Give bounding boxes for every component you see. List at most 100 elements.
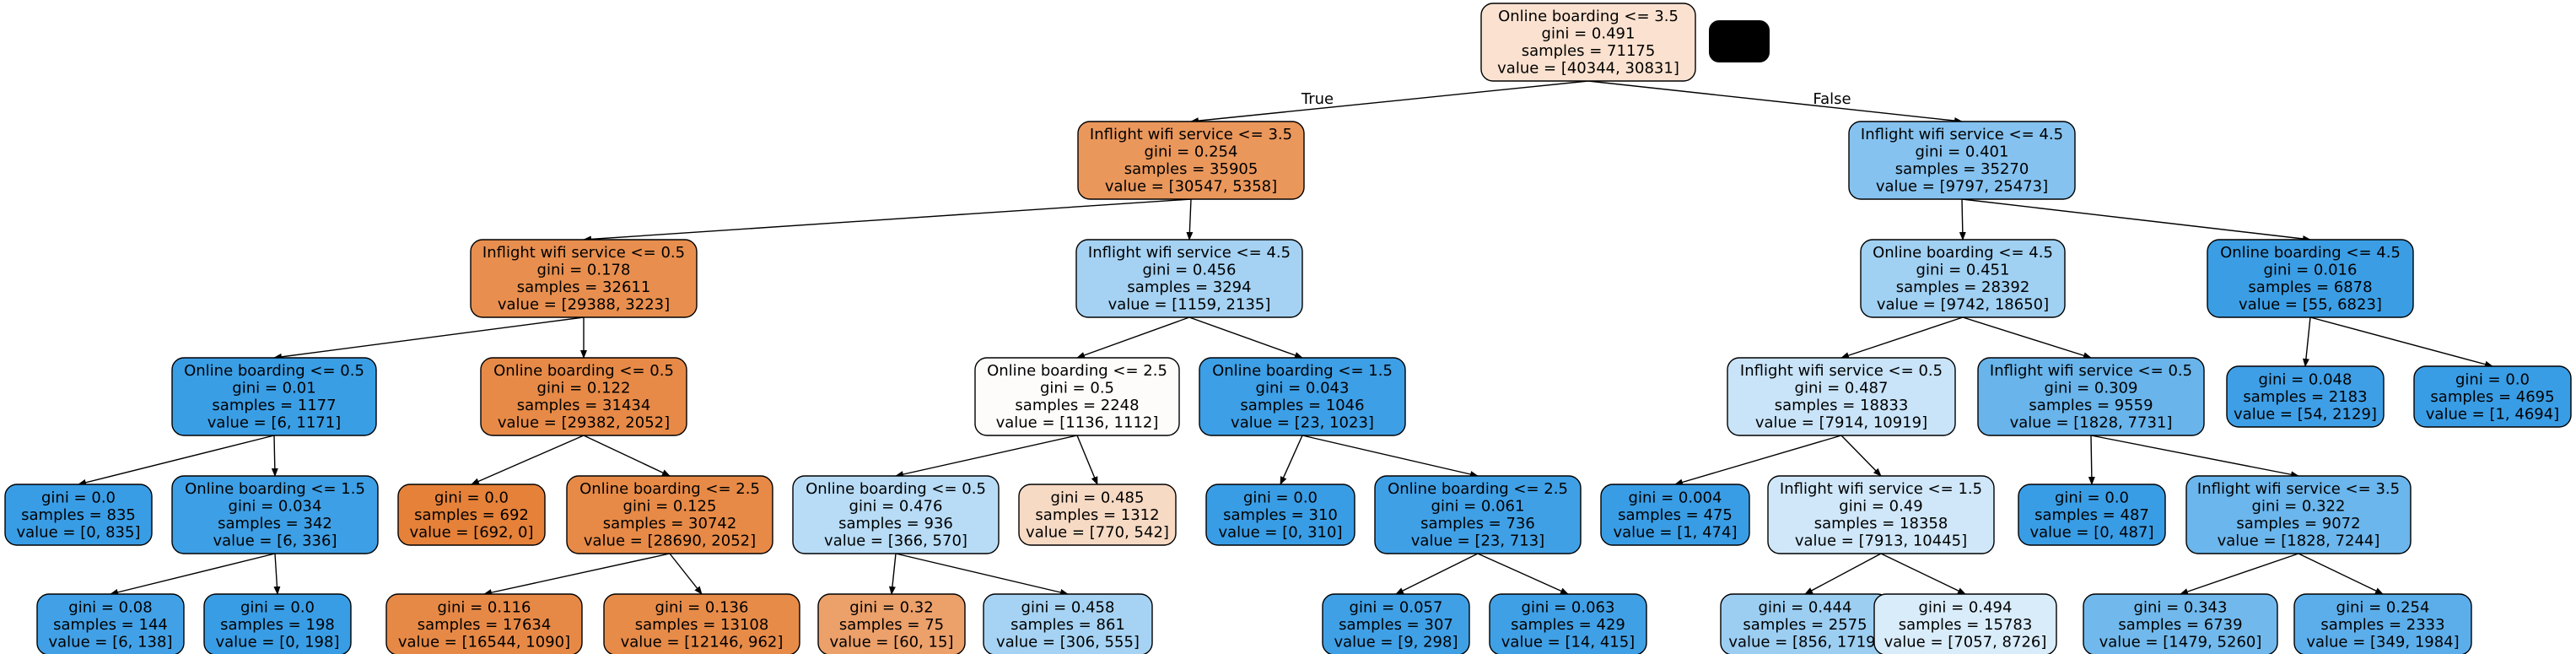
tree-node-line: value = [29388, 3223] (498, 296, 670, 314)
edge-26-38 (2298, 553, 2384, 595)
tree-node-line: samples = 487 (2034, 506, 2149, 524)
tree-node-box (1374, 475, 1582, 554)
tree-node-line: Online boarding <= 1.5 (185, 480, 365, 498)
edge-8-17 (471, 435, 585, 485)
edge-1-4 (1186, 198, 1194, 241)
tree-node-line: gini = 0.5 (1040, 380, 1114, 397)
tree-node-box (1322, 593, 1470, 654)
tree-node-box (1077, 121, 1305, 200)
tree-node-line: samples = 31434 (517, 397, 651, 414)
tree-node-line: value = [16544, 1090] (398, 633, 570, 651)
tree-node-line: value = [1828, 7244] (2218, 532, 2380, 550)
tree-node-line: samples = 28392 (1896, 278, 2030, 296)
tree-node-box (36, 593, 185, 654)
tree-node-box (1075, 239, 1303, 318)
tree-node-line: value = [23, 713] (1411, 532, 1544, 550)
edge-4-9 (1076, 316, 1190, 359)
tree-node-line: Online boarding <= 4.5 (2220, 244, 2401, 262)
tree-node-box (397, 484, 546, 546)
tree-node-line: samples = 936 (838, 515, 953, 532)
edge-3-7 (273, 316, 585, 360)
tree-node-line: gini = 0.32 (849, 598, 933, 616)
tree-node-line: gini = 0.0 (1243, 489, 1318, 506)
edge-16-28 (273, 553, 281, 595)
tree-node-line: gini = 0.061 (1431, 498, 1525, 516)
tree-node-line: gini = 0.458 (1021, 598, 1115, 616)
tree-node-line: samples = 71175 (1522, 42, 1656, 60)
tree-node-line: samples = 144 (53, 616, 168, 634)
tree-node-box (480, 357, 687, 436)
tree-node-line: Inflight wifi service <= 0.5 (1990, 362, 2192, 380)
tree-node-box (1873, 593, 2057, 654)
tree-node-line: gini = 0.309 (2045, 380, 2138, 397)
tree-node-line: value = [770, 542] (1026, 523, 1169, 541)
tree-node-line: value = [349, 1984] (2306, 633, 2459, 651)
tree-node-line: value = [7914, 10919] (1755, 414, 1927, 432)
tree-node-line: value = [0, 198] (216, 633, 340, 651)
tree-node-line: gini = 0.254 (2336, 598, 2430, 616)
tree-node-line: Online boarding <= 0.5 (184, 362, 364, 380)
tree-node-line: gini = 0.444 (1759, 598, 1852, 616)
tree-node-box (2018, 484, 2166, 546)
edge-9-19 (895, 435, 1078, 478)
edge-9-20 (1076, 435, 1098, 485)
tree-node-line: Online boarding <= 0.5 (493, 362, 674, 380)
tree-node-line: gini = 0.254 (1145, 143, 1238, 161)
tree-node-line: samples = 75 (839, 616, 944, 634)
tree-node-line: gini = 0.01 (232, 380, 315, 397)
tree-node-line: gini = 0.057 (1350, 598, 1443, 616)
tree-node-line: samples = 13108 (635, 616, 769, 634)
tree-node-line: value = [9, 298] (1334, 633, 1458, 651)
tree-node-line: samples = 17634 (418, 616, 552, 634)
edge-5-12 (1962, 316, 2092, 359)
edge-7-15 (78, 435, 275, 486)
tree-node-line: Inflight wifi service <= 3.5 (2197, 480, 2400, 498)
tree-node-line: value = [7057, 8726] (1884, 633, 2047, 651)
tree-node-box (1860, 239, 2066, 318)
tree-node-line: samples = 1177 (212, 397, 336, 414)
edge-0-1 (1190, 80, 1589, 125)
edge-6-13 (2302, 316, 2311, 367)
tree-node-line: samples = 2333 (2320, 616, 2444, 634)
tree-node-line: gini = 0.034 (229, 498, 322, 516)
edge-19-31 (888, 553, 897, 595)
tree-node-line: value = [14, 415] (1501, 633, 1635, 651)
tree-node-line: samples = 429 (1511, 616, 1625, 634)
tree-node-box (603, 593, 800, 654)
edge-26-37 (2180, 553, 2299, 595)
tree-node-line: samples = 1046 (1240, 397, 1364, 414)
tree-node-line: samples = 2248 (1015, 397, 1139, 414)
tree-node-line: Inflight wifi service <= 3.5 (1090, 126, 1292, 143)
edge-12-25 (2088, 435, 2095, 485)
tree-node-line: gini = 0.451 (1916, 262, 2010, 279)
tree-node-line: gini = 0.49 (1839, 498, 1922, 516)
tree-node-line: value = [6, 1171] (207, 414, 341, 432)
tree-node-line: value = [12146, 962] (621, 633, 784, 651)
tree-node-line: gini = 0.08 (68, 598, 152, 616)
tree-node-line: value = [55, 6823] (2239, 296, 2382, 314)
tree-node-line: value = [30547, 5358] (1105, 178, 1277, 196)
tree-node-line: gini = 0.322 (2252, 498, 2346, 516)
tree-node-line: value = [1, 474] (1614, 523, 1738, 541)
tree-node-line: Inflight wifi service <= 0.5 (482, 244, 685, 262)
tree-node-line: value = [1159, 2135] (1108, 296, 1271, 314)
edge-11-24 (1840, 435, 1882, 477)
tree-node-line: value = [40344, 30831] (1497, 60, 1679, 78)
edge-2-6 (1961, 198, 2311, 242)
tree-node-line: gini = 0.004 (1629, 489, 1722, 506)
tree-node-line: value = [54, 2129] (2234, 405, 2377, 423)
tree-node-line: gini = 0.401 (1916, 143, 2009, 161)
